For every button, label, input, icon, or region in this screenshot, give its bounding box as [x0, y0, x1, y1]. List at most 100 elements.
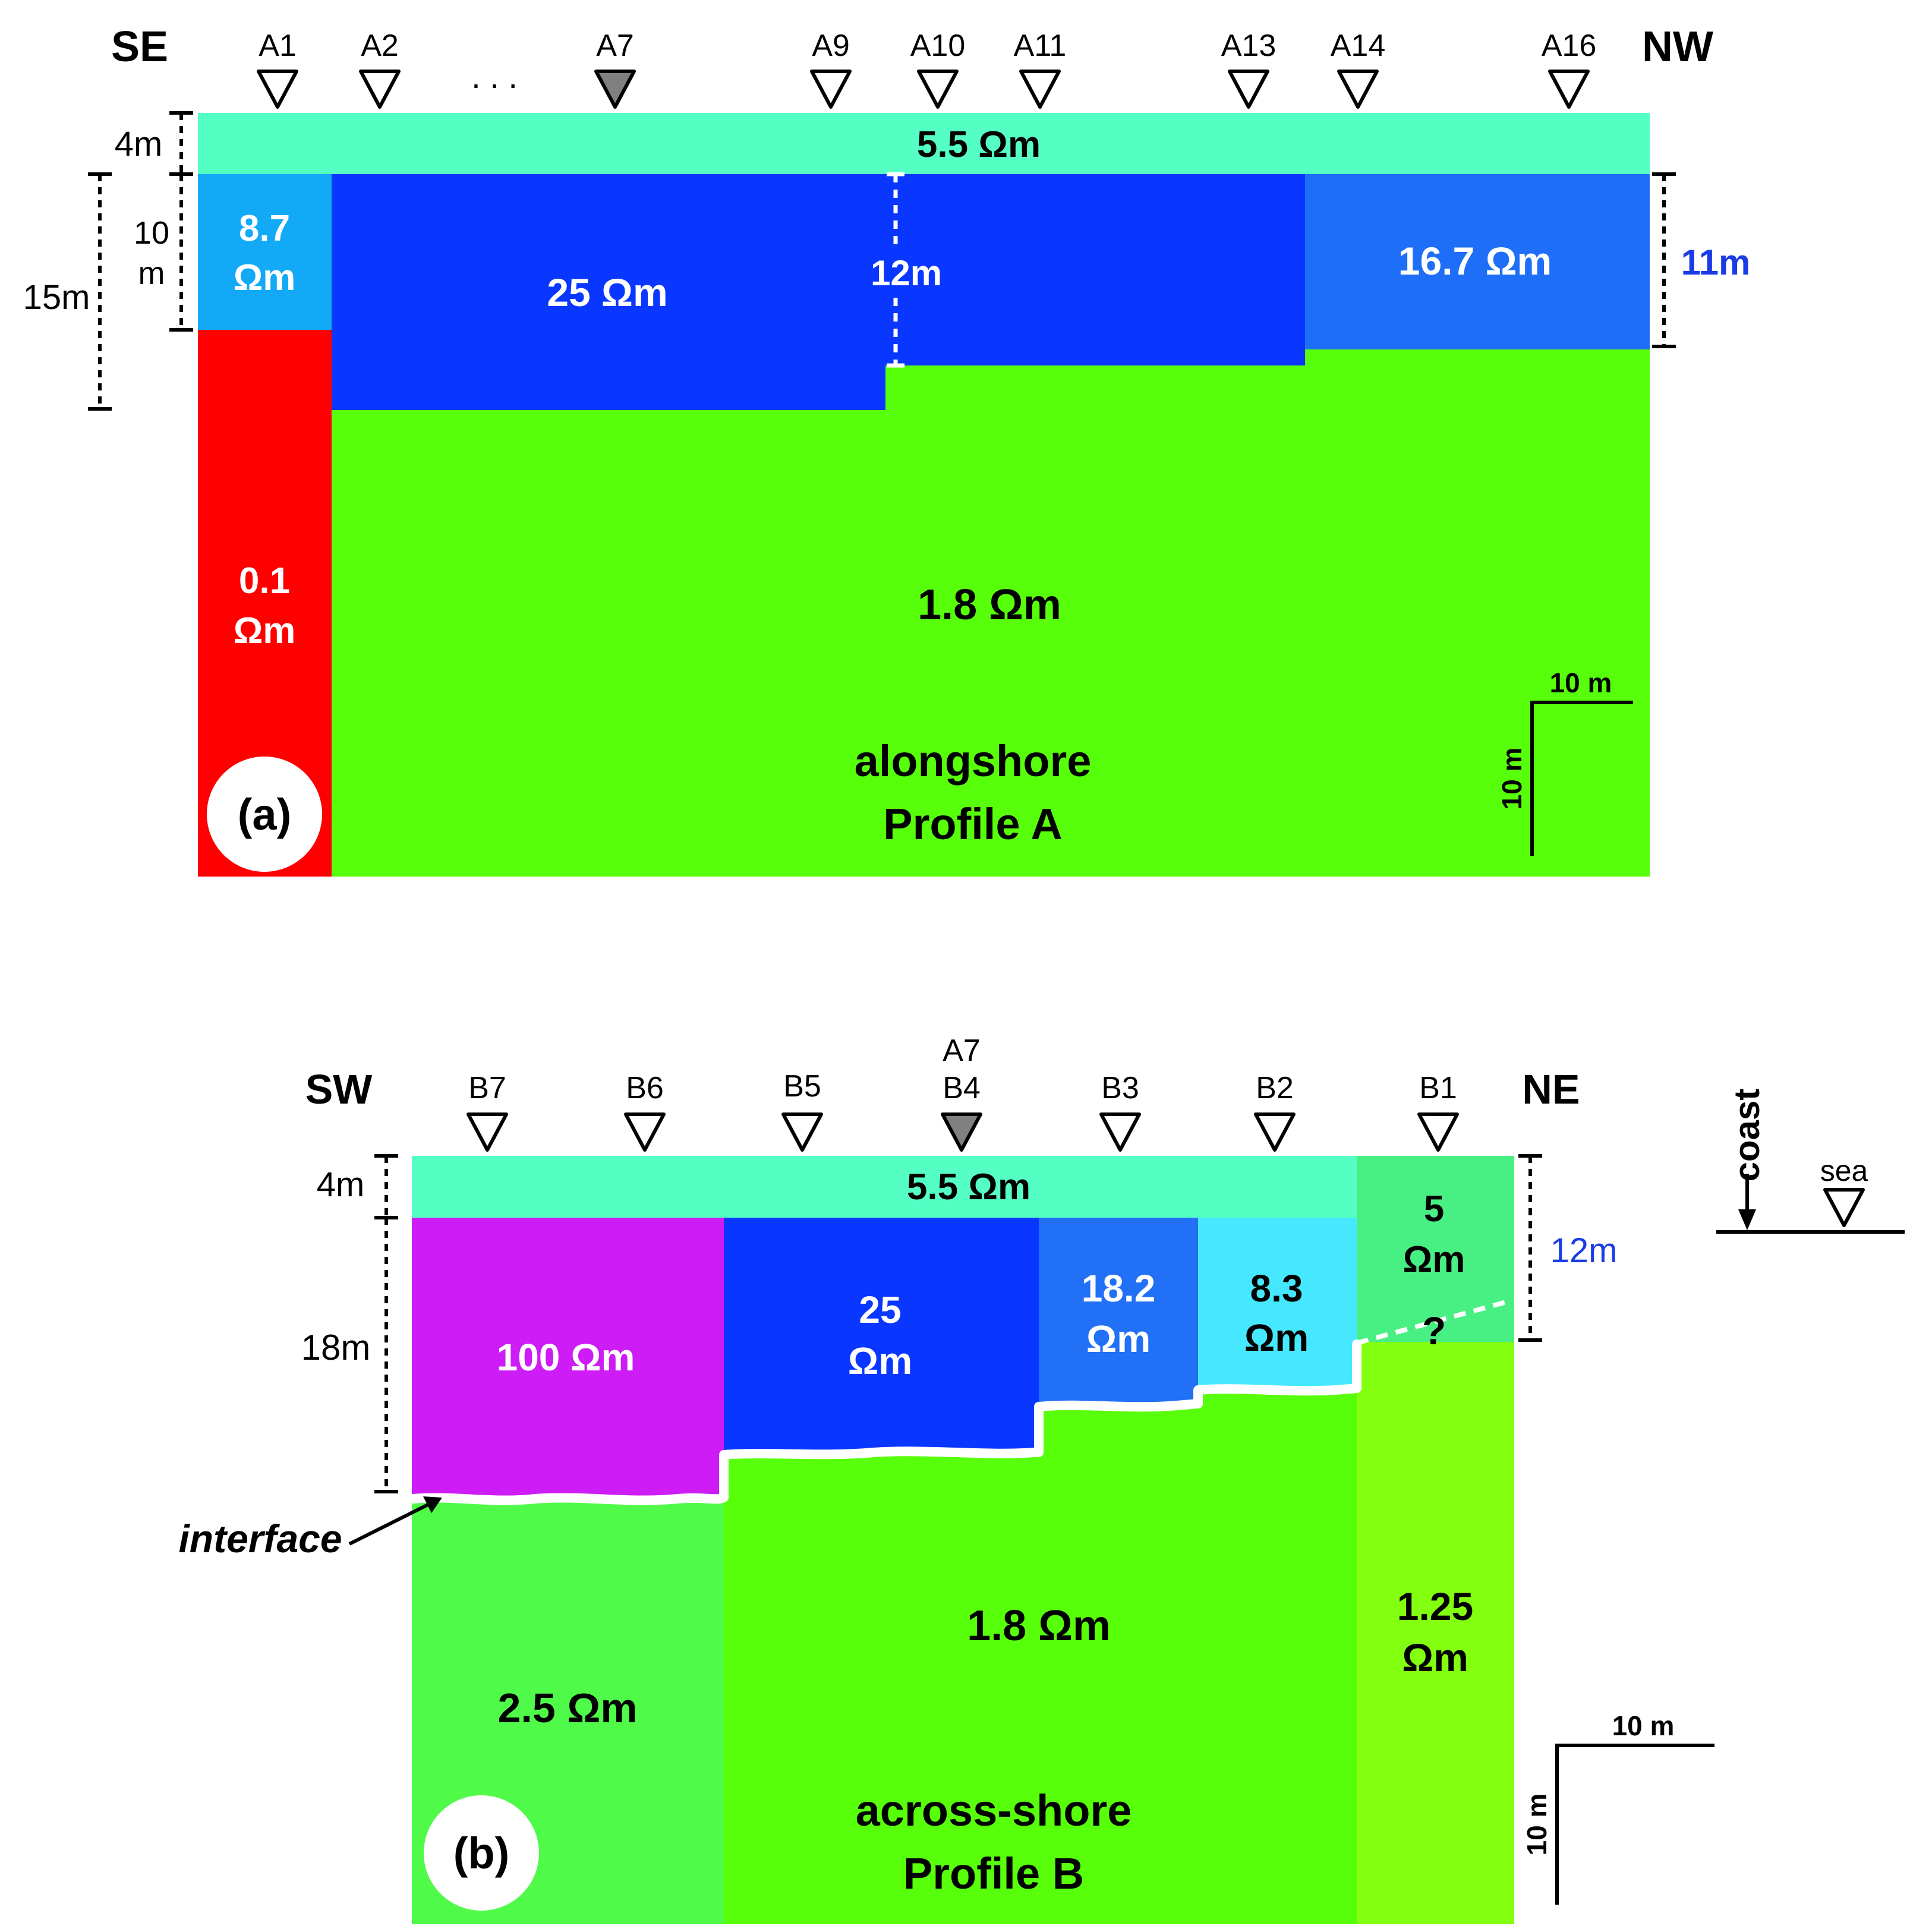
station-label: B7: [468, 1071, 506, 1105]
direction-nw: NW: [1642, 23, 1713, 71]
station-label-coincident: A7: [943, 1033, 981, 1068]
station-a2: A2: [359, 29, 401, 109]
station-marker: [1417, 1112, 1459, 1152]
station-label: A1: [259, 29, 297, 63]
station-marker: [1254, 1112, 1296, 1152]
station-a1: A1: [257, 29, 298, 109]
station-label: A7: [596, 29, 634, 63]
station-a9: A9: [810, 29, 852, 109]
right-depth-label-a: 11m: [1681, 242, 1751, 282]
layer-b-1-25-label-line2: Ωm: [1402, 1635, 1468, 1679]
station-marker: [624, 1112, 666, 1152]
layer-b-1-25-label-line1: 1.25: [1397, 1584, 1473, 1628]
layer-b-18-2-label-line2: Ωm: [1086, 1318, 1151, 1360]
station-b1: B1: [1417, 1071, 1459, 1152]
station-b3: B3: [1099, 1071, 1141, 1152]
scale-bar-a: 10 m 10 m: [1496, 667, 1633, 856]
total-depth-label-a: 15m: [23, 278, 90, 317]
panel-label-b-circle: [424, 1795, 539, 1911]
scale-bar-vertical-label: 10 m: [1496, 748, 1527, 810]
direction-se: SE: [111, 23, 168, 71]
layer-b-1-25: [1357, 1342, 1514, 1924]
sea-label: sea: [1820, 1154, 1868, 1187]
station-marker: [1099, 1112, 1141, 1152]
layer-b-1-8-label: 1.8 Ωm: [967, 1602, 1111, 1650]
layer-b-5: [1357, 1156, 1514, 1346]
coast-arrow-head: [1738, 1209, 1756, 1230]
uncertain-interface-line: [1356, 1298, 1514, 1345]
layer-a-8-7-label-line2: Ωm: [234, 257, 296, 298]
layer-b-2-5-label: 2.5 Ωm: [497, 1685, 637, 1731]
station-b6: B6: [624, 1071, 666, 1152]
layer-b-top: [412, 1156, 1357, 1218]
station-b7: B7: [467, 1071, 508, 1152]
station-label: A10: [910, 29, 966, 63]
layer-b-1-8: [724, 1390, 1357, 1924]
panel-label-a: (a): [238, 790, 291, 839]
station-a10: A10: [910, 29, 966, 109]
station-a13: A13: [1221, 29, 1277, 109]
direction-sw: SW: [305, 1066, 373, 1112]
station-b4: A7 B4: [941, 1033, 982, 1152]
station-marker: [1337, 70, 1379, 109]
station-marker: [781, 1112, 823, 1152]
station-label: A11: [1014, 29, 1067, 63]
scale-bar-b: 10 m 10 m: [1521, 1710, 1714, 1905]
station-b5: B5: [781, 1069, 823, 1152]
layer-a-0-1-label-line2: Ωm: [234, 610, 296, 651]
layer-a-25: [332, 174, 1305, 410]
layer-b-5-label-line1: 5: [1424, 1189, 1444, 1230]
station-marker-highlighted: [941, 1112, 982, 1152]
profile-b-title-line2: Profile B: [903, 1849, 1084, 1898]
layer-a-8-7-label-line1: 8.7: [239, 208, 290, 249]
layer-b-8-3-label-line2: Ωm: [1244, 1316, 1309, 1359]
layer-b-18-2: [1039, 1218, 1198, 1407]
station-b2: B2: [1254, 1071, 1296, 1152]
layer-b-5-uncertain: ?: [1422, 1309, 1446, 1353]
layer-b-8-3: [1198, 1218, 1357, 1390]
layer-b-100-label: 100 Ωm: [497, 1336, 635, 1379]
sea-station-marker: [1823, 1188, 1865, 1227]
step-depth-label: 12m: [871, 253, 942, 293]
station-label: A14: [1331, 29, 1386, 63]
station-marker: [1228, 70, 1269, 109]
station-a16: A16: [1542, 29, 1597, 109]
station-marker-highlighted: [594, 70, 636, 109]
layer-a-top-label: 5.5 Ωm: [917, 124, 1041, 165]
layer-a-16-7: [1305, 174, 1650, 349]
layer-a-0-1-label-line1: 0.1: [239, 560, 290, 601]
layer-a-1-8-label: 1.8 Ωm: [918, 581, 1061, 629]
scale-bar-horizontal-label: 10 m: [1612, 1710, 1675, 1741]
top-depth-label-a: 4m: [115, 125, 163, 163]
station-label: B5: [783, 1069, 821, 1104]
layer-a-1-8: [332, 345, 1650, 877]
station-marker: [359, 70, 401, 109]
station-label: A13: [1221, 29, 1277, 63]
layer-a-8-7: [198, 174, 332, 330]
station-a14: A14: [1331, 29, 1386, 109]
direction-ne: NE: [1522, 1066, 1580, 1112]
layer-b-8-3-label-line1: 8.3: [1250, 1267, 1303, 1310]
layer-a-16-7-label: 16.7 Ωm: [1398, 239, 1552, 283]
coast-label: coast: [1727, 1089, 1767, 1182]
layer-b-25-label-line2: Ωm: [848, 1340, 912, 1382]
layer-b-100: [412, 1218, 724, 1503]
layer-b-18-2-label-line1: 18.2: [1082, 1267, 1156, 1310]
layer-a-25-label: 25 Ωm: [547, 270, 667, 314]
interface-label: interface: [178, 1517, 342, 1561]
station-label: A16: [1542, 29, 1597, 63]
layer-a-top: [198, 113, 1650, 174]
station-marker: [917, 70, 959, 109]
station-label: A2: [361, 29, 399, 63]
left-depth-label-b: 18m: [301, 1328, 371, 1367]
scale-bar-horizontal-label: 10 m: [1550, 667, 1612, 698]
profile-a-title-line2: Profile A: [883, 799, 1063, 849]
station-marker: [810, 70, 852, 109]
station-marker: [1548, 70, 1590, 109]
station-marker: [1019, 70, 1061, 109]
panel-label-a-circle: [207, 757, 322, 872]
station-marker: [257, 70, 298, 109]
profile-a-title-line1: alongshore: [855, 736, 1092, 786]
layer-b-5-label-line2: Ωm: [1403, 1239, 1465, 1280]
